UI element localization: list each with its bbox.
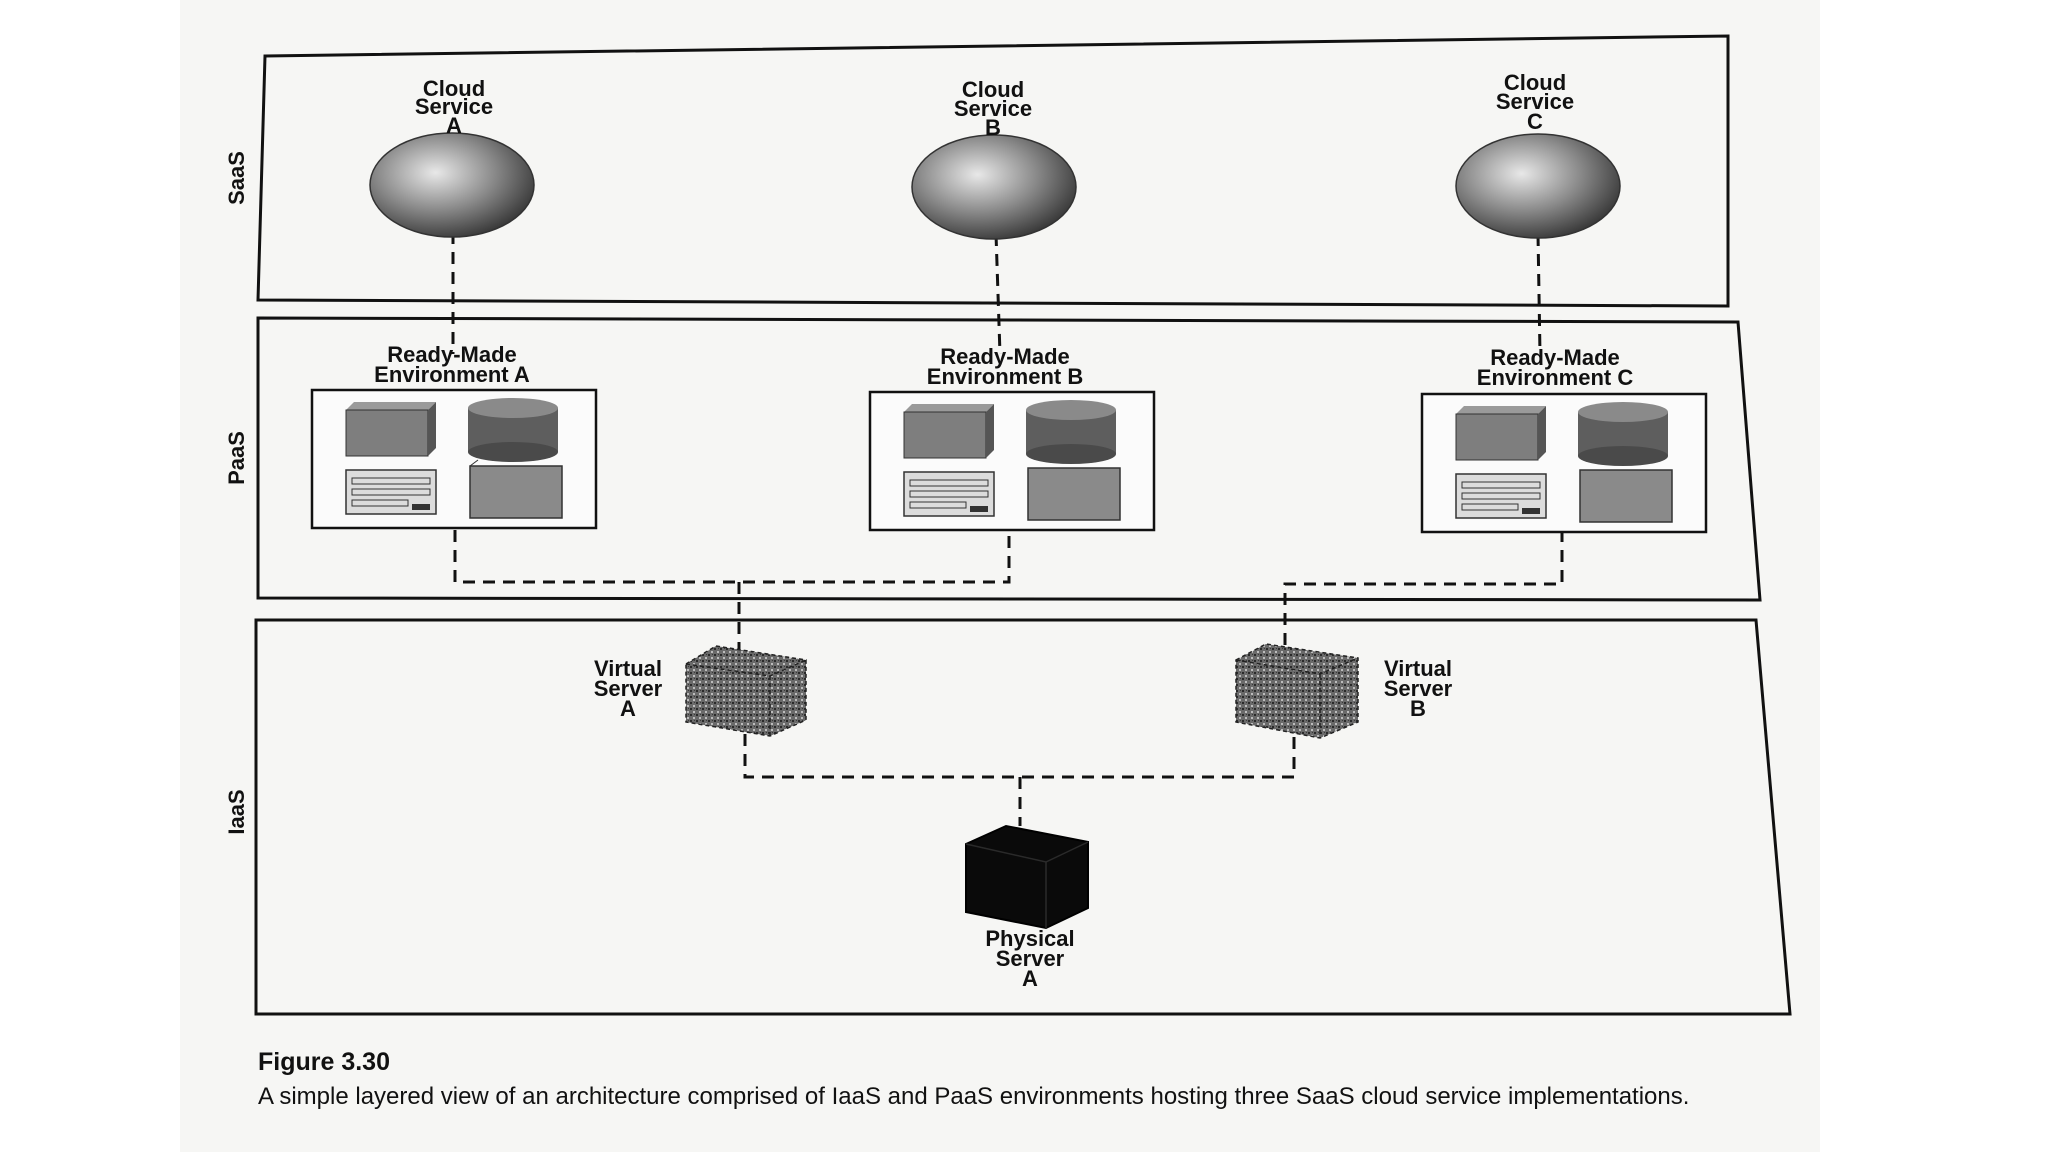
cloud-service-c-line3: C: [1527, 109, 1543, 134]
form-window-icon: [1455, 473, 1547, 519]
cloud-service-sphere-icon: [911, 134, 1077, 240]
figure-caption-title: Figure 3.30: [258, 1048, 390, 1076]
cloud-service-c: Cloud Service C: [1455, 70, 1621, 239]
physical-server-a: Physical Server A: [965, 824, 1089, 991]
saas-layer-label: SaaS: [224, 151, 249, 205]
storage-cube-icon: [1579, 469, 1673, 523]
server-box-icon: [345, 402, 436, 457]
virtual-server-a: Virtual Server A: [594, 645, 807, 737]
virtual-server-a-line3: A: [620, 696, 636, 721]
virtual-server-b-line1: Virtual: [1384, 656, 1452, 681]
ready-made-environment-b: Ready-Made Environment B: [868, 344, 1156, 532]
virtual-server-b: Virtual Server B: [1235, 643, 1453, 739]
cloud-service-b-line2: Service: [954, 96, 1032, 121]
physical-server-line3: A: [1022, 966, 1038, 991]
database-cylinder-icon: [468, 398, 558, 462]
cloud-service-b-line1: Cloud: [962, 77, 1024, 102]
cloud-service-a-line2: Service: [415, 94, 493, 119]
figure-caption-text: A simple layered view of an architecture…: [258, 1083, 1690, 1110]
saas-layer-frame: [256, 34, 1730, 308]
form-window-icon: [345, 469, 437, 515]
iaas-layer-label: IaaS: [224, 789, 249, 834]
environment-b-line1: Ready-Made: [940, 344, 1070, 369]
cloud-service-sphere-icon: [369, 132, 535, 238]
cloud-service-a: Cloud Service A: [369, 76, 535, 238]
virtual-server-b-line2: Server: [1384, 676, 1453, 701]
paas-layer-frame: [256, 316, 1762, 602]
database-cylinder-icon: [1026, 400, 1116, 464]
environment-a-line2: Environment A: [374, 362, 530, 387]
virtual-server-a-line1: Virtual: [594, 656, 662, 681]
server-box-icon: [903, 404, 994, 459]
environment-b-line2: Environment B: [927, 364, 1083, 389]
iaas-layer-frame: [254, 618, 1792, 1016]
storage-cube-icon: [469, 459, 563, 519]
cloud-service-c-line2: Service: [1496, 89, 1574, 114]
cloud-service-a-line1: Cloud: [423, 76, 485, 101]
server-box-icon: [1455, 406, 1546, 461]
virtual-server-cube-icon: [1235, 643, 1359, 739]
virtual-server-cube-icon: [685, 645, 807, 737]
ready-made-environment-a: Ready-Made Environment A: [310, 342, 598, 530]
physical-server-line1: Physical: [985, 926, 1074, 951]
virtual-server-a-line2: Server: [594, 676, 663, 701]
physical-server-block-icon: [965, 824, 1089, 930]
cloud-service-c-line1: Cloud: [1504, 70, 1566, 95]
physical-server-line2: Server: [996, 946, 1065, 971]
storage-cube-icon: [1027, 467, 1121, 521]
cloud-service-b: Cloud Service B: [911, 77, 1077, 240]
environment-c-line1: Ready-Made: [1490, 345, 1620, 370]
environment-c-line2: Environment C: [1477, 365, 1634, 390]
database-cylinder-icon: [1578, 402, 1668, 466]
cloud-service-b-line3: B: [985, 115, 1001, 140]
cloud-service-sphere-icon: [1455, 133, 1621, 239]
environment-a-line1: Ready-Made: [387, 342, 517, 367]
ready-made-environment-c: Ready-Made Environment C: [1420, 345, 1708, 534]
virtual-server-b-line3: B: [1410, 696, 1426, 721]
cloud-service-a-line3: A: [446, 113, 462, 138]
form-window-icon: [903, 471, 995, 517]
paas-layer-label: PaaS: [224, 431, 249, 485]
